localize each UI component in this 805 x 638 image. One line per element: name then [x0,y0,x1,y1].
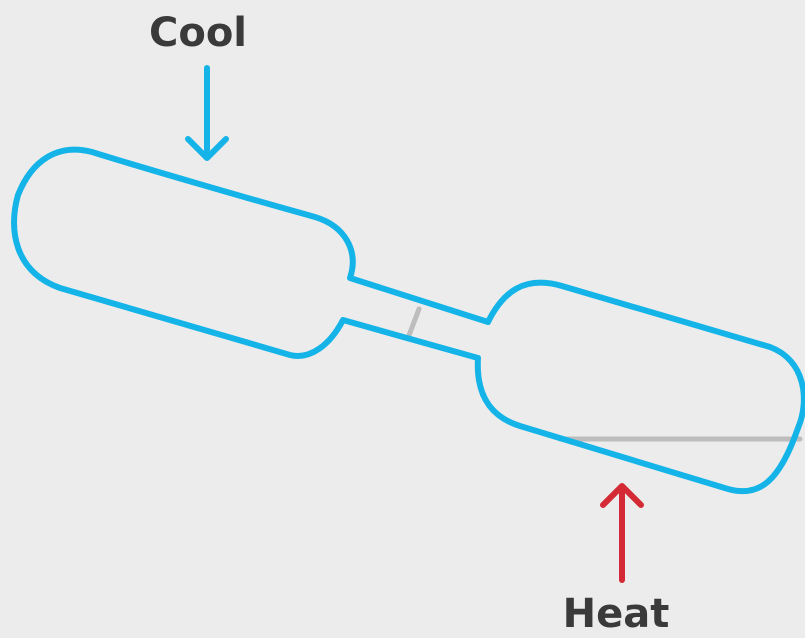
cool-arrow-icon [185,65,229,161]
vessel-outline [11,146,805,495]
cool-label: Cool [149,10,247,56]
heat-label: Heat [563,591,670,637]
heat-arrow-icon [600,483,644,583]
tube-liquid-meniscus [405,306,422,341]
